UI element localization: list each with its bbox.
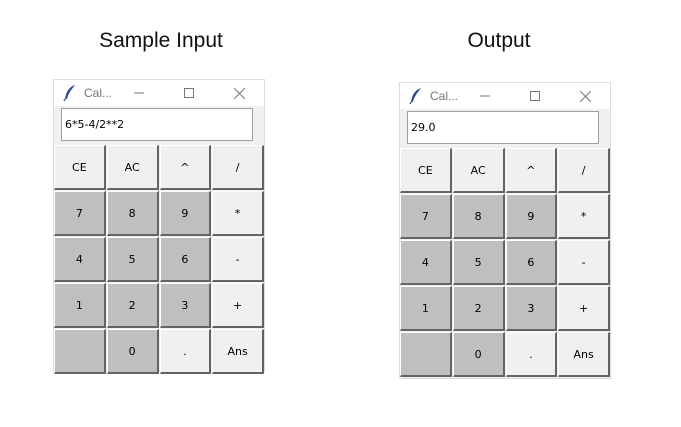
minimize-button[interactable] (470, 83, 500, 109)
add-button[interactable]: + (558, 286, 610, 331)
minimize-button[interactable] (124, 80, 154, 106)
multiply-button[interactable]: * (212, 191, 264, 236)
digit-1-button[interactable]: 1 (54, 283, 106, 328)
digit-3-button[interactable]: 3 (159, 283, 212, 328)
expression-entry[interactable]: 6*5-4/2**2 (61, 108, 253, 141)
all-clear-button[interactable]: AC (106, 145, 159, 190)
blank-key-16[interactable] (54, 329, 106, 374)
subtract-button[interactable]: - (212, 237, 264, 282)
add-button[interactable]: + (212, 283, 264, 328)
subtract-button[interactable]: - (558, 240, 610, 285)
window-title: Cal... (430, 89, 459, 103)
digit-0-button[interactable]: 0 (452, 332, 505, 377)
digit-7-button[interactable]: 7 (54, 191, 106, 236)
close-icon (579, 90, 591, 102)
maximize-icon (530, 91, 540, 101)
close-button[interactable] (570, 83, 600, 109)
power-button[interactable]: ^ (159, 145, 212, 190)
digit-4-button[interactable]: 4 (54, 237, 106, 282)
title-bar[interactable]: Cal... (54, 80, 264, 106)
digit-9-button[interactable]: 9 (505, 194, 558, 239)
feather-icon (409, 88, 421, 105)
display-area: 6*5-4/2**2 (54, 106, 264, 145)
answer-button[interactable]: Ans (558, 332, 610, 377)
digit-6-button[interactable]: 6 (505, 240, 558, 285)
digit-2-button[interactable]: 2 (106, 283, 159, 328)
digit-9-button[interactable]: 9 (159, 191, 212, 236)
all-clear-button[interactable]: AC (452, 148, 505, 193)
maximize-icon (184, 88, 194, 98)
close-button[interactable] (224, 80, 254, 106)
power-button[interactable]: ^ (505, 148, 558, 193)
minimize-icon (134, 92, 144, 94)
multiply-button[interactable]: * (558, 194, 610, 239)
answer-button[interactable]: Ans (212, 329, 264, 374)
maximize-button[interactable] (174, 80, 204, 106)
digit-5-button[interactable]: 5 (106, 237, 159, 282)
digit-0-button[interactable]: 0 (106, 329, 159, 374)
divide-button[interactable]: / (558, 148, 610, 193)
divide-button[interactable]: / (212, 145, 264, 190)
digit-2-button[interactable]: 2 (452, 286, 505, 331)
decimal-button[interactable]: . (505, 332, 558, 377)
clear-entry-button[interactable]: CE (400, 148, 452, 193)
digit-8-button[interactable]: 8 (452, 194, 505, 239)
title-bar[interactable]: Cal... (400, 83, 610, 109)
blank-key-16[interactable] (400, 332, 452, 377)
caption-output: Output (467, 29, 531, 52)
digit-4-button[interactable]: 4 (400, 240, 452, 285)
digit-6-button[interactable]: 6 (159, 237, 212, 282)
digit-8-button[interactable]: 8 (106, 191, 159, 236)
display-area: 29.0 (400, 109, 610, 148)
clear-entry-button[interactable]: CE (54, 145, 106, 190)
window-title: Cal... (84, 86, 113, 100)
digit-3-button[interactable]: 3 (505, 286, 558, 331)
maximize-button[interactable] (520, 83, 550, 109)
caption-sample-input: Sample Input (99, 29, 223, 52)
digit-7-button[interactable]: 7 (400, 194, 452, 239)
expression-entry[interactable]: 29.0 (407, 111, 599, 144)
digit-5-button[interactable]: 5 (452, 240, 505, 285)
decimal-button[interactable]: . (159, 329, 212, 374)
feather-icon (63, 85, 75, 102)
digit-1-button[interactable]: 1 (400, 286, 452, 331)
minimize-icon (480, 95, 490, 97)
close-icon (233, 87, 245, 99)
